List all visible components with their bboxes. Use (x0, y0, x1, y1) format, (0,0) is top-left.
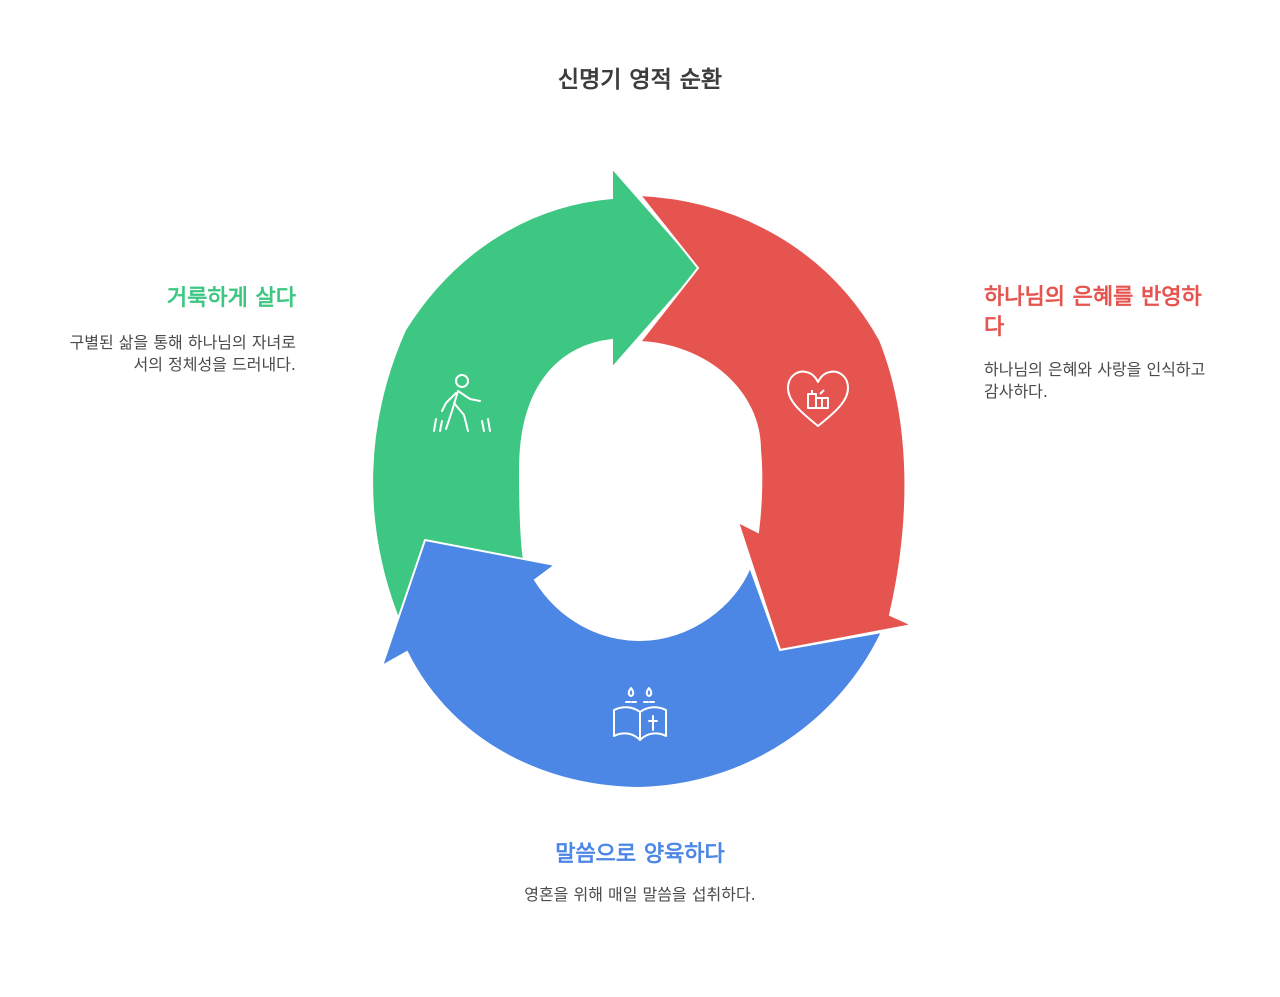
stage-description: 구별된 삶을 통해 하나님의 자녀로서의 정체성을 드러내다. (69, 333, 296, 374)
stage-description: 영혼을 위해 매일 말씀을 섭취하다. (524, 885, 756, 904)
stage-label-reflect-grace: 하나님의 은혜를 반영하다 하나님의 은혜와 사랑을 인식하고 감사하다. (984, 283, 1216, 403)
arrow-nourish-word (380, 538, 884, 790)
walking-person-icon (433, 374, 491, 432)
stage-label-holy-living: 거룩하게 살다 구별된 삶을 통해 하나님의 자녀로서의 정체성을 드러내다. (60, 284, 296, 376)
stage-label-nourish-word: 말씀으로 양육하다 영혼을 위해 매일 말씀을 섭취하다. (500, 840, 780, 906)
stage-title: 거룩하게 살다 (166, 286, 296, 311)
arrow-holy-living (371, 165, 702, 620)
arrow-reflect-grace (637, 193, 916, 652)
stage-description: 하나님의 은혜와 사랑을 인식하고 감사하다. (984, 360, 1206, 401)
heart-gift-icon (787, 370, 849, 427)
stage-title: 말씀으로 양육하다 (555, 842, 725, 867)
page-title: 신명기 영적 순환 (557, 67, 723, 93)
open-bible-icon (613, 687, 667, 741)
stage-title: 하나님의 은혜를 반영하다 (984, 285, 1202, 340)
